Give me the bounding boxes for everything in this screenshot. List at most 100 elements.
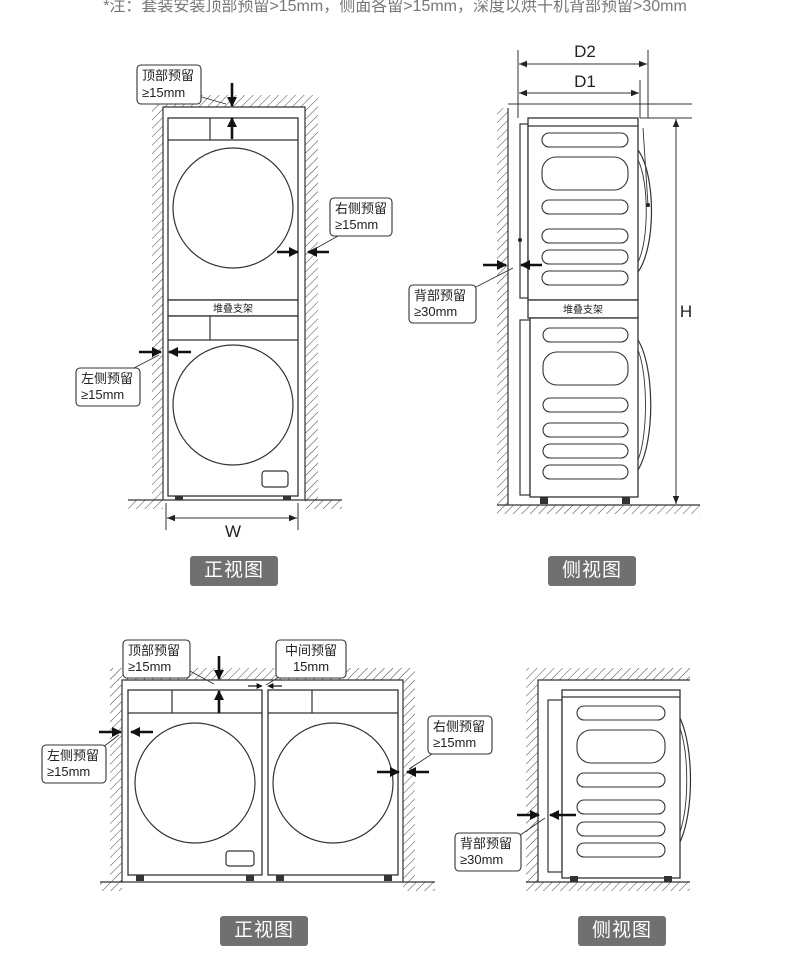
vent-slot bbox=[576, 729, 666, 764]
wall-outline bbox=[121, 679, 404, 882]
callout-box bbox=[136, 64, 202, 105]
callout-box bbox=[427, 715, 493, 755]
washer-vent-slot bbox=[542, 422, 629, 438]
appliance-side bbox=[547, 689, 692, 882]
foot-front bbox=[664, 876, 672, 882]
right-clearance-callout: 右侧预留 ≥15mm bbox=[408, 715, 493, 770]
callout-box bbox=[454, 832, 522, 872]
dryer-vent-slot bbox=[541, 228, 629, 244]
ceiling bbox=[538, 668, 690, 680]
dryer-body bbox=[167, 117, 299, 301]
washer-unit bbox=[127, 689, 263, 881]
left-wall bbox=[110, 668, 122, 882]
floor-left bbox=[128, 500, 163, 509]
dryer-vent-slot bbox=[541, 270, 629, 286]
back-clearance-callout: 背部预留 ≥30mm bbox=[454, 817, 546, 872]
callout-box bbox=[75, 367, 141, 407]
washer-door bbox=[172, 344, 294, 466]
left-clearance-callout: 左侧预留 ≥15mm bbox=[41, 734, 120, 784]
foot-left bbox=[276, 875, 284, 881]
back-clearance-callout: 背部预留 ≥30mm bbox=[408, 267, 514, 324]
callout-title: 背部预留 bbox=[414, 288, 466, 303]
callout-title: 右侧预留 bbox=[335, 201, 387, 216]
door-inner bbox=[679, 727, 688, 833]
dryer-door bbox=[272, 722, 394, 844]
foot-right bbox=[246, 875, 254, 881]
dryer-vent-slot bbox=[541, 199, 629, 215]
callout-title: 左侧预留 bbox=[81, 371, 133, 386]
dryer-body bbox=[267, 689, 399, 876]
washer-body bbox=[127, 689, 263, 876]
foot-right bbox=[384, 875, 392, 881]
washer-vent-slot bbox=[542, 464, 629, 480]
washer-unit-side bbox=[519, 317, 652, 504]
back-wall bbox=[497, 108, 508, 505]
stacking-bracket-side: 堆叠支架 bbox=[527, 299, 639, 319]
foot-back bbox=[540, 497, 548, 504]
callout-leader bbox=[187, 669, 215, 685]
callout-leader bbox=[265, 676, 280, 686]
callout-title: 背部预留 bbox=[460, 836, 512, 851]
floor-right bbox=[403, 882, 435, 891]
installation-note: *注：套装安装顶部预留>15mm，侧面各留>15mm，深度以烘干机背部预留>30… bbox=[103, 0, 687, 15]
foot-back bbox=[570, 876, 578, 882]
callout-leader bbox=[408, 753, 433, 770]
top-clearance-callout: 顶部预留 ≥15mm bbox=[136, 64, 227, 105]
dryer-vent-slot bbox=[541, 249, 629, 265]
callout-box bbox=[275, 639, 347, 679]
foot-left bbox=[175, 496, 183, 500]
dryer-hinge-dot bbox=[646, 203, 650, 207]
washer-vent-slot bbox=[542, 397, 629, 413]
washer-body bbox=[167, 315, 299, 497]
callout-value: ≥15mm bbox=[142, 85, 185, 100]
d1-label: D1 bbox=[574, 72, 596, 91]
vent-slot bbox=[576, 705, 666, 721]
parallel-side-view-label: 侧视图 bbox=[578, 916, 666, 946]
callout-leader bbox=[473, 267, 514, 289]
floor bbox=[526, 882, 690, 891]
callout-title: 中间预留 bbox=[285, 643, 337, 658]
floor-left bbox=[100, 882, 122, 891]
callout-box bbox=[41, 744, 107, 784]
dryer-unit-side bbox=[518, 117, 653, 301]
callout-title: 顶部预留 bbox=[142, 68, 194, 83]
floor bbox=[497, 505, 700, 514]
vent-slot bbox=[576, 821, 666, 837]
floor-right bbox=[305, 500, 342, 509]
callout-value: ≥30mm bbox=[414, 304, 457, 319]
stacked-side-view-label: 侧视图 bbox=[548, 556, 636, 586]
width-dimension: W bbox=[165, 503, 299, 541]
washer-back-panel bbox=[519, 319, 531, 496]
callout-leader bbox=[197, 95, 227, 105]
callout-title: 右侧预留 bbox=[433, 719, 485, 734]
stacked-front-view: 堆叠支架 顶部预留 ≥15mm 右侧预留 ≥15mm bbox=[75, 64, 393, 541]
dryer-door-inner bbox=[637, 159, 647, 263]
wall-outline bbox=[162, 106, 306, 500]
middle-clearance-callout: 中间预留 15mm bbox=[265, 639, 347, 686]
vent-slot bbox=[576, 799, 666, 815]
foot-right bbox=[283, 496, 291, 500]
callout-leader bbox=[518, 817, 546, 837]
callout-value: ≥30mm bbox=[460, 852, 503, 867]
washer-vent-slot bbox=[542, 351, 629, 386]
left-clearance-callout: 左侧预留 ≥15mm bbox=[75, 354, 160, 407]
callout-leader bbox=[133, 354, 160, 369]
back-panel bbox=[547, 699, 563, 873]
filter-cover bbox=[261, 470, 289, 488]
stacked-front-view-label: 正视图 bbox=[190, 556, 278, 586]
dryer-vent-slot bbox=[541, 132, 629, 148]
callout-leader bbox=[312, 235, 339, 251]
callout-value: ≥15mm bbox=[81, 387, 124, 402]
top-clearance-callout: 顶部预留 ≥15mm bbox=[122, 639, 215, 685]
washer-unit bbox=[167, 315, 299, 500]
parallel-front-view-label: 正视图 bbox=[220, 916, 308, 946]
height-dimension: H bbox=[640, 117, 692, 504]
right-wall bbox=[305, 107, 318, 500]
bracket-label: 堆叠支架 bbox=[213, 303, 253, 315]
height-label: H bbox=[680, 302, 692, 321]
callout-value: ≥15mm bbox=[128, 659, 171, 674]
washer-door-bulge bbox=[637, 339, 652, 471]
vent-slot bbox=[576, 772, 666, 788]
foot-left bbox=[136, 875, 144, 881]
